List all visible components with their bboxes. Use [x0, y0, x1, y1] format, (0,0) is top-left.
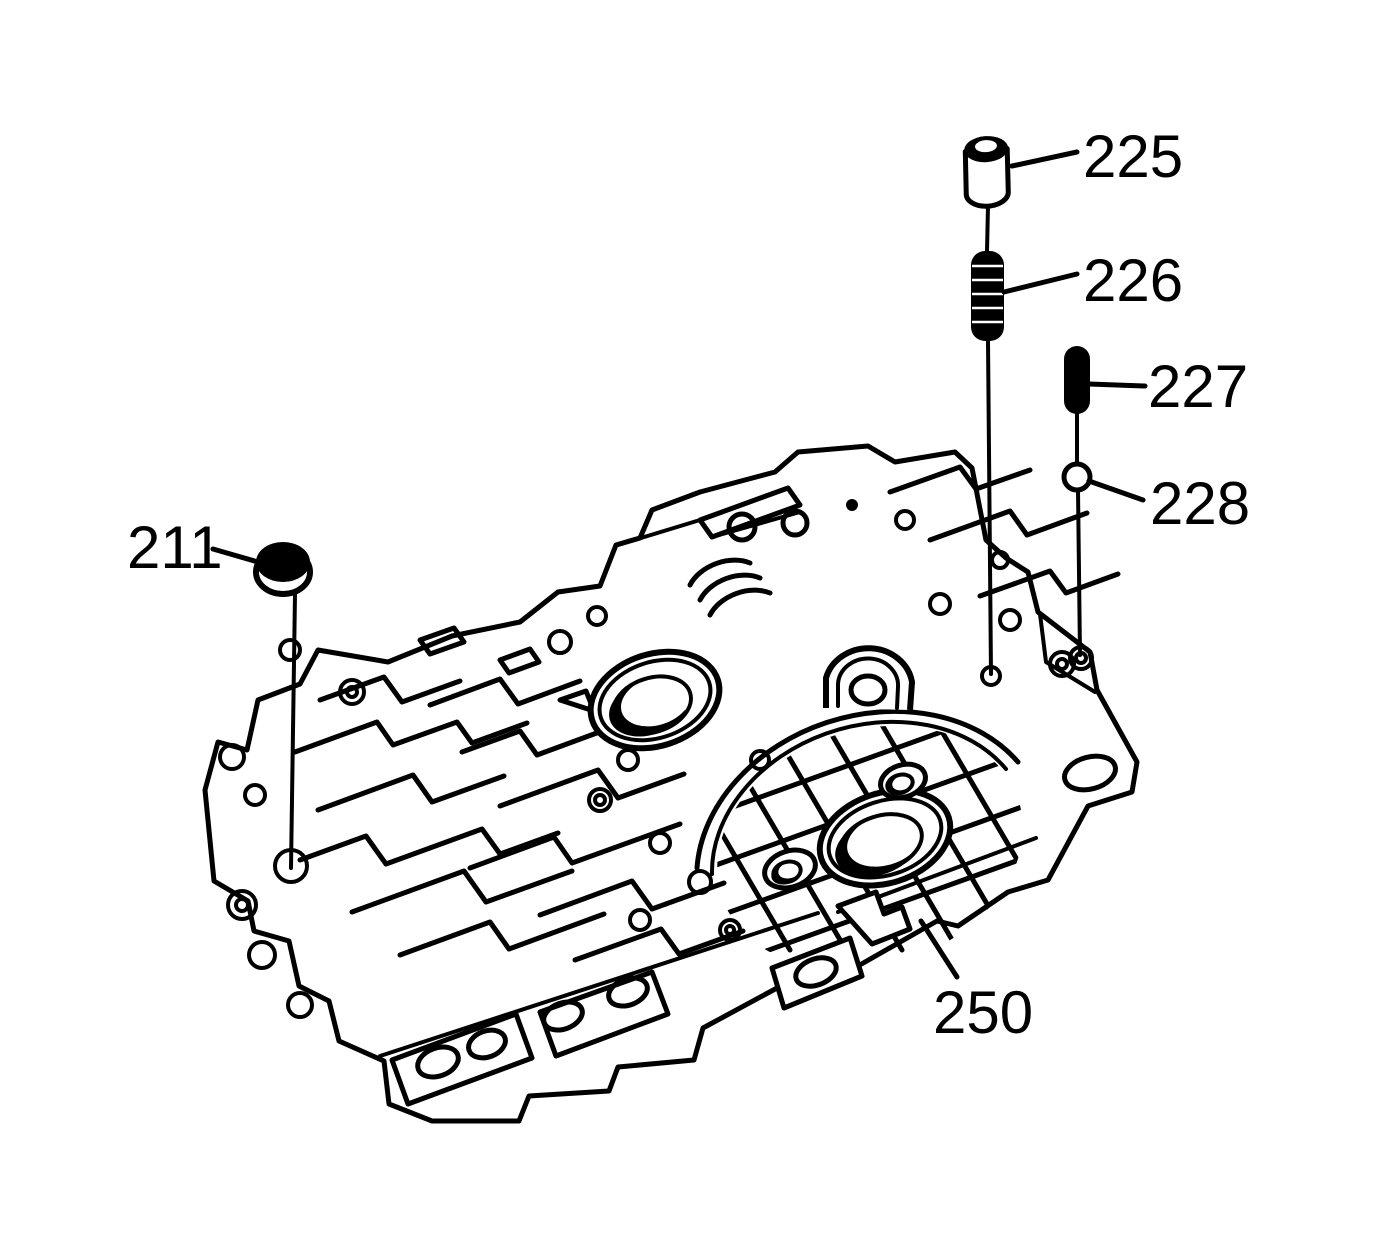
dome-inner-arc — [709, 719, 1008, 876]
valve-body-250 — [202, 443, 1140, 1124]
spring-226 — [971, 251, 1004, 676]
cup-225-top-hole — [974, 140, 997, 153]
bolt-holes — [218, 592, 1076, 1019]
leader-225 — [1009, 149, 1080, 169]
plug-211-cap — [256, 542, 310, 582]
dome-outer-arc — [694, 708, 1021, 871]
front-band-edge — [378, 911, 820, 1058]
arch-bridge — [823, 645, 915, 711]
spring-226-coil — [971, 251, 1004, 341]
plug-211-axis-line — [289, 592, 297, 870]
right-corner-edge — [1038, 612, 1097, 694]
spring-226-axis-line — [986, 339, 993, 676]
leader-211 — [210, 546, 261, 565]
leader-228 — [1086, 478, 1146, 503]
cup-spring-connector-line — [985, 204, 990, 253]
ball-228 — [1061, 461, 1093, 657]
plug-211 — [253, 542, 313, 870]
ball-228-axis-line — [1076, 488, 1082, 657]
leader-226 — [1001, 271, 1080, 295]
upper-plateau — [616, 464, 1121, 632]
leader-lines — [210, 149, 1148, 980]
callout-label-250: 250 — [933, 979, 1033, 1046]
dome-small-bosses — [762, 761, 928, 891]
leader-250 — [918, 918, 960, 980]
front-flange-blocks — [389, 753, 1118, 1107]
callout-label-211: 211 — [127, 514, 223, 581]
leader-227 — [1086, 381, 1148, 389]
pin-227 — [1064, 346, 1090, 466]
callout-label-226: 226 — [1083, 247, 1183, 314]
callout-label-225: 225 — [1083, 123, 1183, 190]
valve-body-outline — [202, 443, 1140, 1124]
callout-label-227: 227 — [1148, 353, 1248, 420]
cup-plug-225 — [962, 136, 1011, 209]
main-bore-dome — [816, 787, 954, 889]
pin-227-body — [1064, 346, 1090, 414]
callout-label-228: 228 — [1150, 470, 1250, 537]
main-bore-left — [587, 648, 723, 752]
ball-228-body — [1061, 461, 1093, 493]
